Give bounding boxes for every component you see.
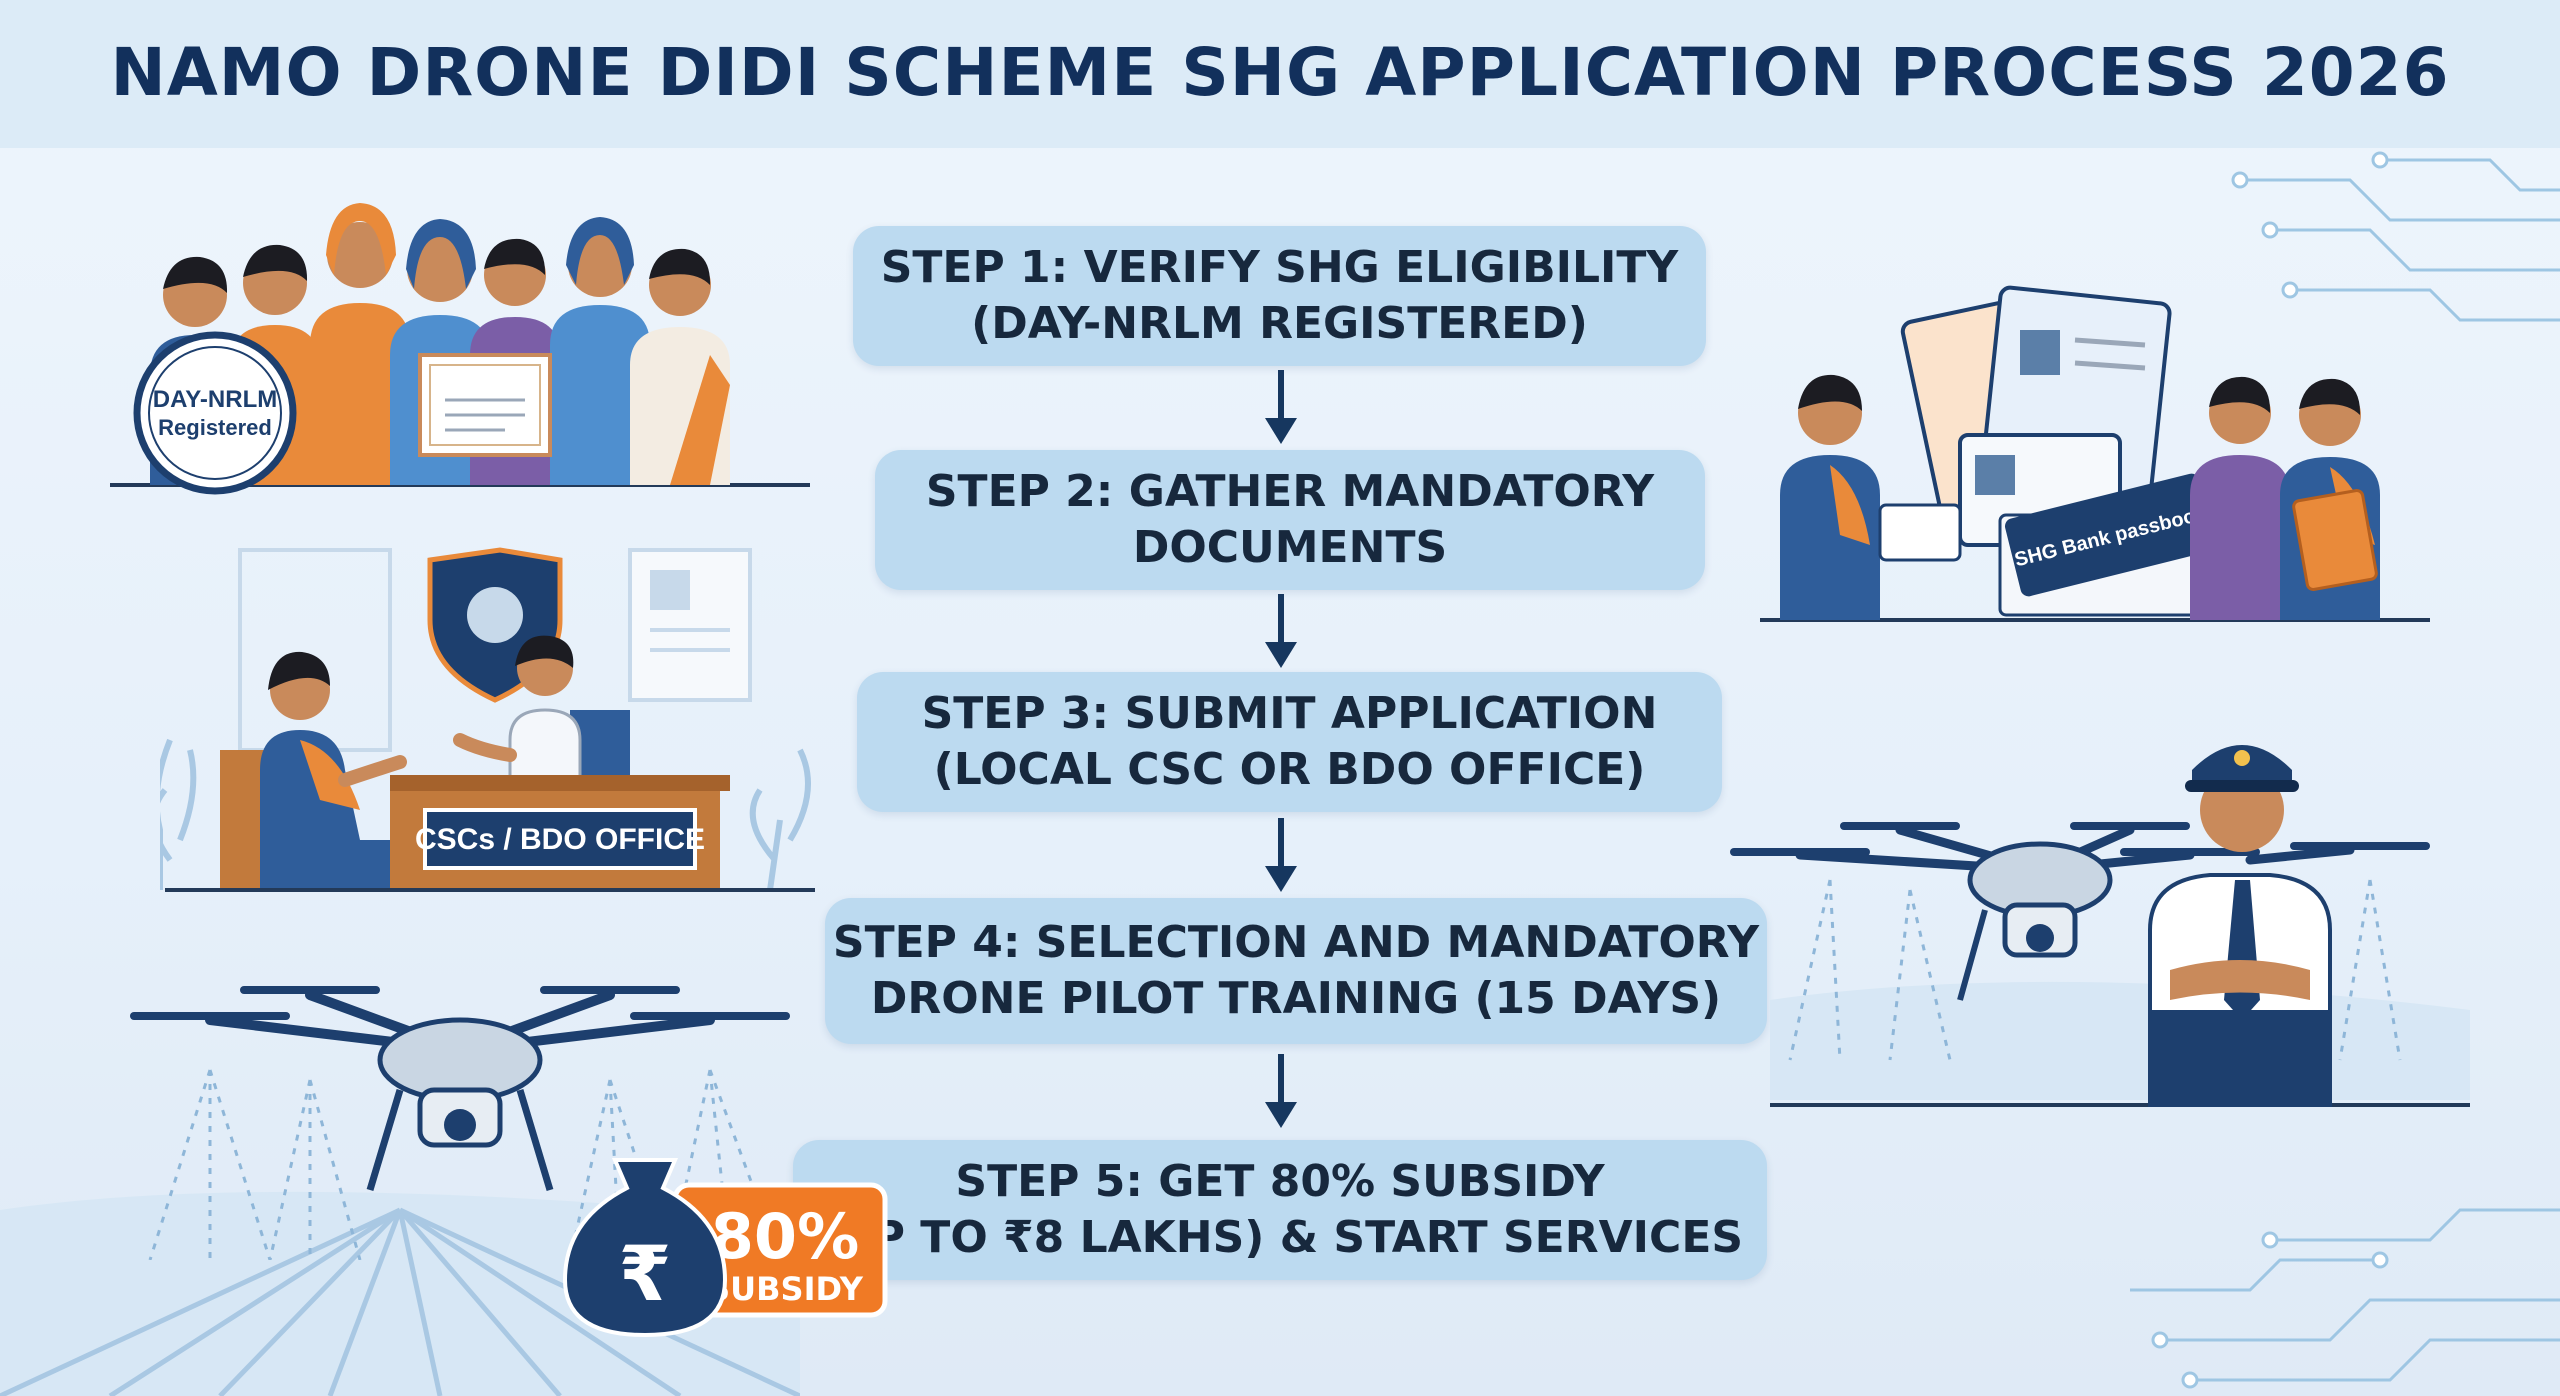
step-3-line2: (LOCAL CSC OR BDO OFFICE) xyxy=(933,744,1646,795)
circuit-decoration-bottom-right xyxy=(2130,1208,2560,1389)
step-5-line2: (UP TO ₹8 LAKHS) & START SERVICES xyxy=(816,1212,1744,1263)
drone-pilot-illustration xyxy=(1730,745,2470,1107)
subsidy-percent: 80% xyxy=(711,1200,859,1273)
arrow-down-icon xyxy=(1265,1054,1297,1128)
step-4-line2: DRONE PILOT TRAINING (15 DAYS) xyxy=(870,973,1722,1024)
documents-women-illustration: SHG Bank passbook xyxy=(1760,285,2430,622)
agri-drone-left-illustration xyxy=(130,986,790,1260)
step-1-line2: (DAY-NRLM REGISTERED) xyxy=(971,298,1588,349)
title-band xyxy=(0,0,2560,148)
rupee-symbol: ₹ xyxy=(619,1229,672,1318)
subsidy-word: SUBSIDY xyxy=(707,1270,864,1308)
step-2-line2: DOCUMENTS xyxy=(1132,522,1448,573)
arrow-down-icon xyxy=(1265,370,1297,444)
shg-women-group-illustration: DAY-NRLM Registered xyxy=(110,203,810,495)
step-1-line1: STEP 1: VERIFY SHG ELIGIBILITY xyxy=(880,242,1679,293)
step-3-box: STEP 3: SUBMIT APPLICATION(LOCAL CSC OR … xyxy=(857,672,1722,812)
circuit-decoration-top-right xyxy=(2231,151,2560,322)
arrow-down-icon xyxy=(1265,594,1297,668)
arrow-down-icon xyxy=(1265,818,1297,892)
step-3-line1: STEP 3: SUBMIT APPLICATION xyxy=(921,688,1658,739)
seal-line1: DAY-NRLM xyxy=(153,386,277,413)
subsidy-money-bag-illustration: 80% SUBSIDY ₹ xyxy=(562,1158,888,1338)
step-5-box: STEP 5: GET 80% SUBSIDY(UP TO ₹8 LAKHS) … xyxy=(793,1140,1767,1280)
step-4-line1: STEP 4: SELECTION AND MANDATORY xyxy=(832,917,1760,968)
seal-line2: Registered xyxy=(158,415,272,440)
step-5-line1: STEP 5: GET 80% SUBSIDY xyxy=(955,1156,1605,1207)
office-sign: CSCs / BDO OFFICE xyxy=(415,823,705,856)
step-2-line1: STEP 2: GATHER MANDATORY xyxy=(925,466,1655,517)
office-application-illustration: CSCs / BDO OFFICE xyxy=(160,547,815,892)
page-title: NAMO DRONE DIDI SCHEME SHG APPLICATION P… xyxy=(110,34,2450,111)
step-1-box: STEP 1: VERIFY SHG ELIGIBILITY(DAY-NRLM … xyxy=(853,226,1706,366)
